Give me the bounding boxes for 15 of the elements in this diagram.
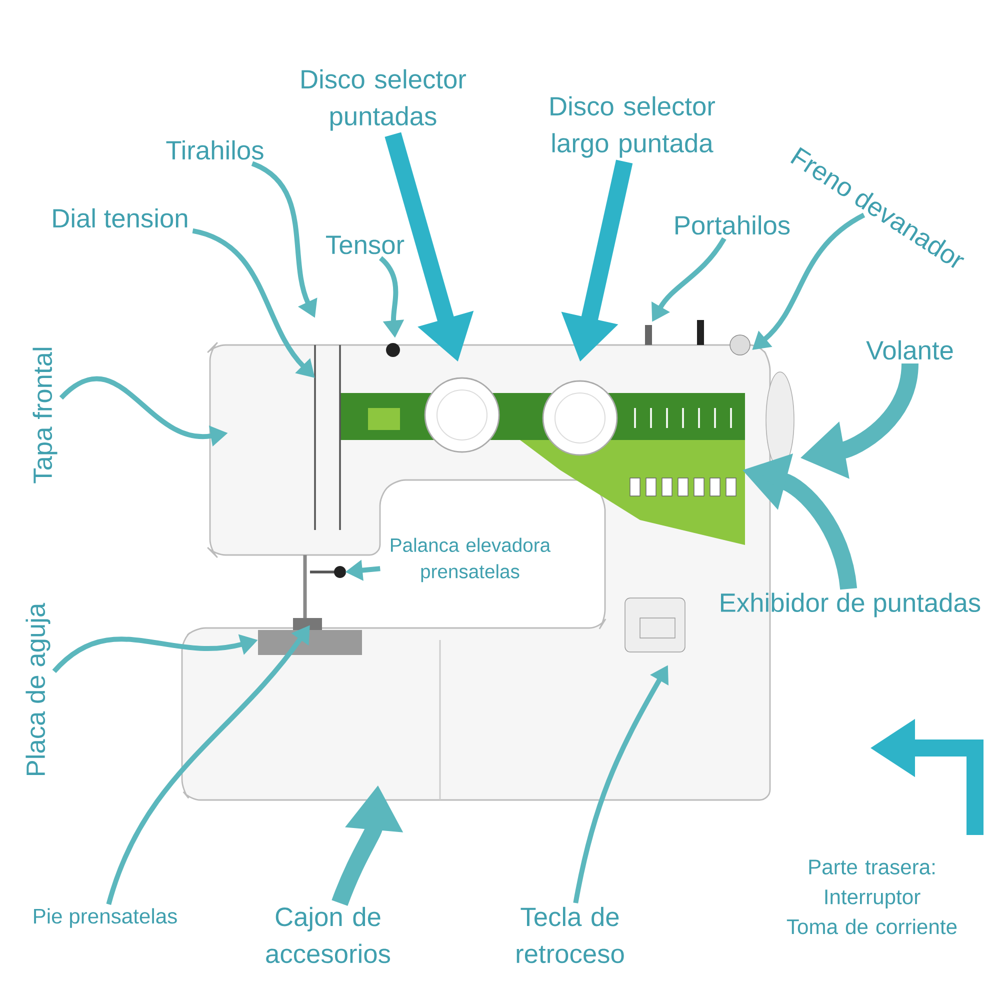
part-label: Exhibidor de puntadas	[721, 592, 980, 618]
part-label: Disco selector largo puntada	[550, 96, 716, 158]
part-label: Cajon de accesorios	[266, 906, 390, 964]
part-label: Disco selector puntadas	[302, 69, 466, 131]
part-label: Palanca elevadora prensatelas	[391, 538, 551, 582]
part-label: Tecla de retroceso	[516, 906, 624, 964]
part-label: Portahilos	[676, 215, 790, 235]
part-label: Volante	[866, 340, 953, 360]
part-label: Tirahilos	[166, 140, 264, 160]
part-label: Parte trasera: Interruptor Toma de corriente	[786, 860, 957, 934]
part-label: Tensor	[326, 236, 404, 254]
part-label: Tapa frontal	[32, 348, 58, 484]
part-label: Placa de aguja	[26, 602, 50, 776]
part-label: Dial tension	[53, 208, 188, 228]
part-label: Pie prensatelas	[34, 908, 177, 928]
